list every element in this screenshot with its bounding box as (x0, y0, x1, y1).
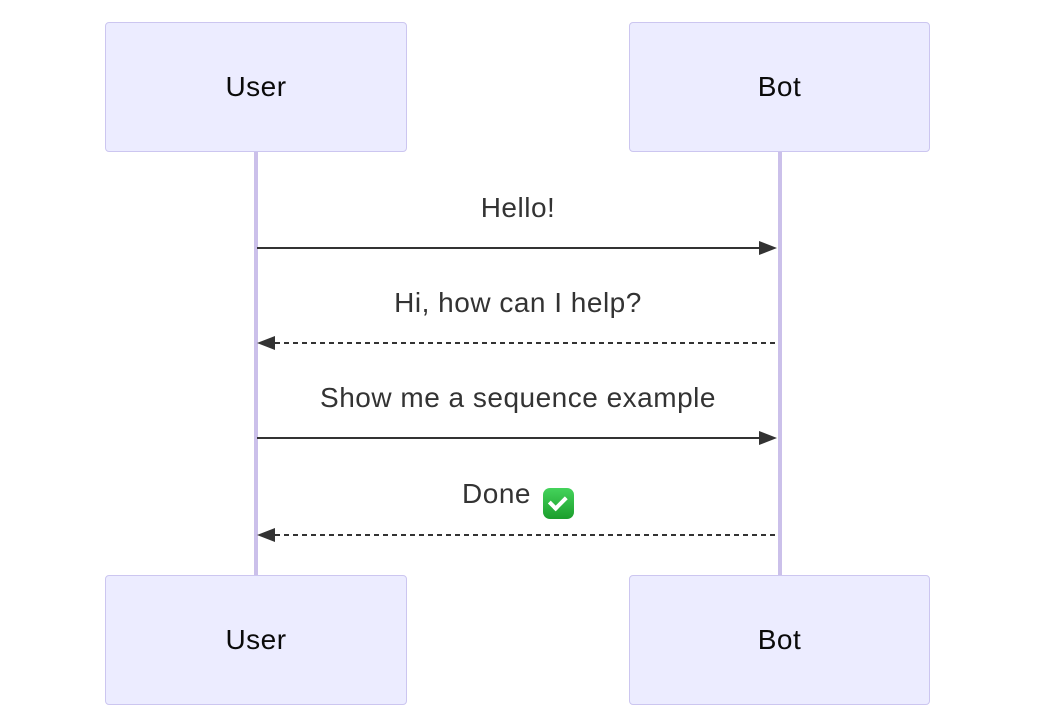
actor-box-user-bottom: User (105, 575, 407, 705)
message-line-hi-how-can-i-help (275, 342, 779, 344)
actor-box-bot-top: Bot (629, 22, 930, 152)
arrowhead-right-icon (759, 431, 777, 445)
message-line-show-me-example (257, 437, 763, 439)
message-line-done (275, 534, 779, 536)
arrowhead-right-icon (759, 241, 777, 255)
message-label-hello: Hello! (480, 192, 556, 223)
actor-label-user: User (225, 71, 287, 102)
actor-label-user: User (225, 624, 287, 655)
lifeline-bot (778, 152, 782, 575)
lifeline-user (254, 152, 258, 575)
actor-label-bot: Bot (757, 624, 802, 655)
check-mark-button-icon (542, 488, 574, 519)
message-label-done: Done (256, 476, 780, 519)
actor-box-bot-bottom: Bot (629, 575, 930, 705)
message-text-done: Done (462, 478, 531, 509)
actor-box-user-top: User (105, 22, 407, 152)
arrowhead-left-icon (257, 336, 275, 350)
message-label-show-me-example: Show me a sequence example (320, 382, 716, 413)
arrowhead-left-icon (257, 528, 275, 542)
message-line-hello (257, 247, 763, 249)
actor-label-bot: Bot (757, 71, 802, 102)
check-glyph (547, 491, 568, 512)
message-label-hi-how-can-i-help: Hi, how can I help? (394, 287, 642, 318)
